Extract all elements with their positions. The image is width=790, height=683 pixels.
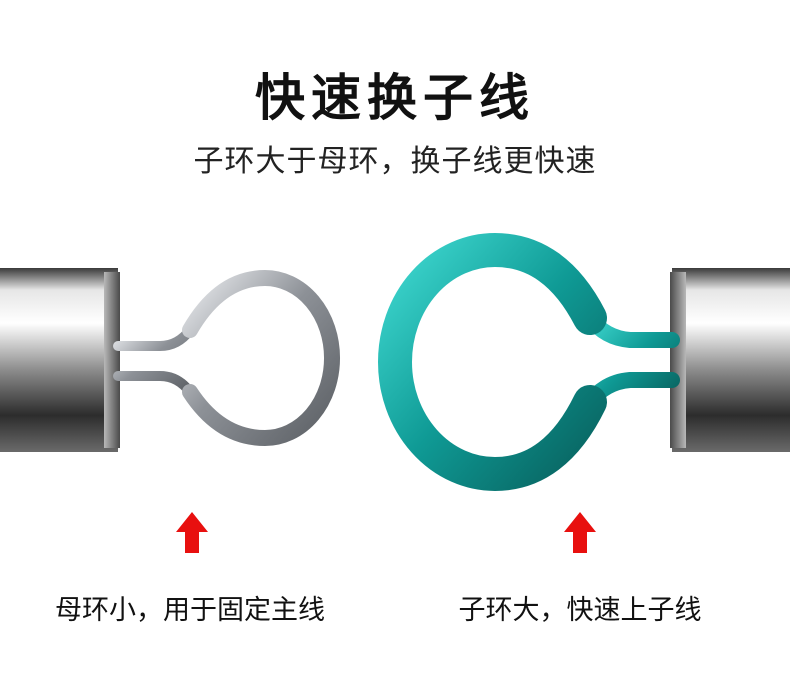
left-arrow-icon [176, 512, 208, 553]
right-barrel [672, 268, 790, 452]
right-swivel [378, 232, 790, 492]
right-arrow-icon [564, 512, 596, 553]
left-small-ring [182, 269, 341, 447]
left-ring-shank [113, 325, 195, 397]
right-large-ring [378, 232, 607, 492]
left-swivel [0, 268, 341, 452]
left-barrel [0, 268, 118, 452]
left-caption: 母环小，用于固定主线 [55, 595, 325, 626]
left-barrel-end [104, 272, 120, 448]
page-subtitle: 子环大于母环，换子线更快速 [193, 144, 597, 179]
right-barrel-end [670, 272, 686, 448]
page-title: 快速换子线 [255, 69, 535, 127]
right-ring-shank [582, 310, 680, 410]
right-caption: 子环大，快速上子线 [458, 595, 702, 626]
